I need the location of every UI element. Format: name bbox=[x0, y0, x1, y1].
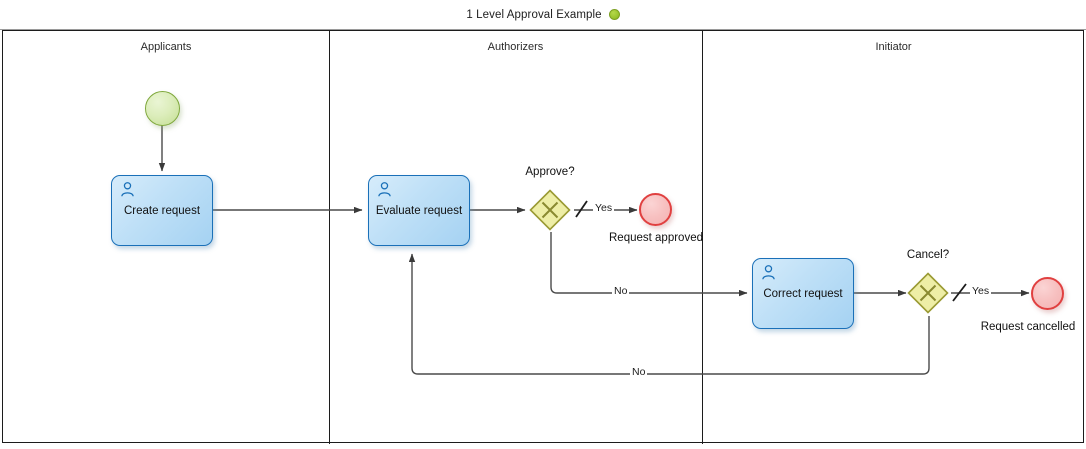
end-event-request-approved[interactable] bbox=[639, 193, 672, 226]
flow-label-cancel-yes: Yes bbox=[970, 285, 992, 297]
flow-label-approve-yes: Yes bbox=[593, 202, 615, 214]
lane-divider-1 bbox=[329, 31, 330, 444]
flow-label-cancel-no: No bbox=[630, 366, 648, 378]
task-evaluate-request[interactable]: Evaluate request bbox=[368, 175, 470, 246]
lane-label-initiator: Initiator bbox=[875, 41, 912, 53]
end-event-label-request-cancelled: Request cancelled bbox=[980, 321, 1076, 333]
gateway-cancel[interactable] bbox=[907, 272, 949, 314]
user-task-icon bbox=[762, 265, 775, 280]
task-label: Evaluate request bbox=[375, 204, 463, 217]
task-label: Correct request bbox=[763, 287, 843, 300]
task-create-request[interactable]: Create request bbox=[111, 175, 213, 246]
task-label: Create request bbox=[123, 204, 201, 217]
gateway-label-cancel: Cancel? bbox=[906, 249, 950, 261]
page-title: 1 Level Approval Example bbox=[466, 8, 602, 21]
lane-label-authorizers: Authorizers bbox=[487, 41, 544, 53]
flow-label-approve-no: No bbox=[612, 285, 630, 297]
diagram-title-bar: 1 Level Approval Example bbox=[0, 0, 1086, 30]
exclusive-gateway-icon bbox=[529, 189, 571, 231]
lane-label-applicants: Applicants bbox=[140, 41, 192, 53]
start-event[interactable] bbox=[145, 91, 180, 126]
end-event-request-cancelled[interactable] bbox=[1031, 277, 1064, 310]
end-event-label-request-approved: Request approved bbox=[609, 232, 703, 244]
gateway-approve[interactable] bbox=[529, 189, 571, 231]
task-correct-request[interactable]: Correct request bbox=[752, 258, 854, 329]
user-task-icon bbox=[121, 182, 134, 197]
status-dot-green-icon bbox=[608, 9, 620, 20]
user-task-icon bbox=[378, 182, 391, 197]
exclusive-gateway-icon bbox=[907, 272, 949, 314]
gateway-label-approve: Approve? bbox=[525, 166, 575, 178]
